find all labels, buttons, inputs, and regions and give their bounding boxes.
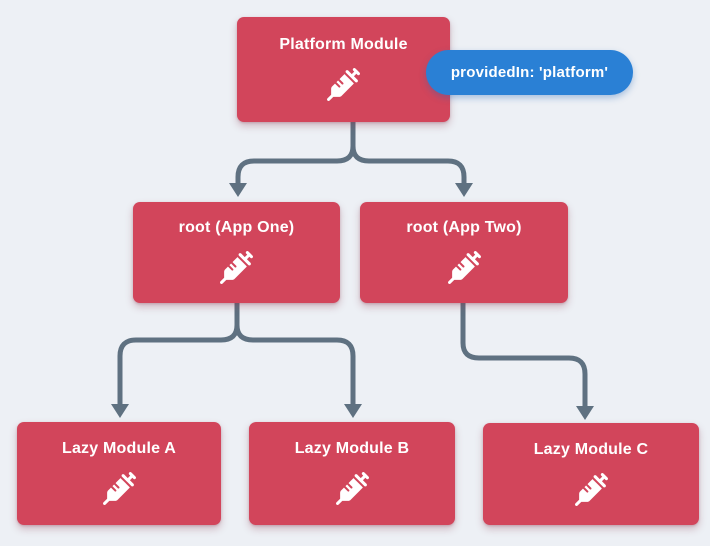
node-label: Lazy Module B [294, 440, 410, 457]
badge-label: providedIn: 'platform' [450, 64, 609, 81]
edge-root-one-to-lazy-a [117, 299, 240, 409]
node-label: Lazy Module A [61, 440, 176, 457]
arrowhead-lazy-c [576, 406, 594, 420]
node-label: Platform Module [279, 36, 408, 53]
syringe-icon [574, 472, 609, 507]
node-label: Lazy Module C [533, 440, 649, 458]
node-root-app-one: root (App One) [133, 202, 340, 303]
node-label: root (App Two) [406, 219, 522, 236]
node-root-app-two: root (App Two) [360, 202, 568, 303]
node-platform-module: Platform Module [237, 17, 450, 122]
arrowhead-root-one [229, 183, 247, 197]
providedin-platform-badge: providedIn: 'platform' [426, 50, 633, 95]
node-lazy-module-a: Lazy Module A [17, 422, 221, 525]
node-lazy-module-b: Lazy Module B [249, 422, 455, 525]
syringe-icon [447, 250, 482, 285]
syringe-icon [102, 471, 137, 506]
syringe-icon [335, 471, 370, 506]
edge-platform-to-root-two [350, 119, 467, 187]
arrowhead-root-two [455, 183, 473, 197]
node-label: root (App One) [178, 219, 295, 236]
node-lazy-module-c: Lazy Module C [483, 423, 699, 525]
arrowhead-lazy-a [111, 404, 129, 418]
syringe-icon [219, 250, 254, 285]
arrowhead-lazy-b [344, 404, 362, 418]
edge-platform-to-root-one [235, 119, 356, 187]
syringe-icon [326, 67, 361, 102]
edge-root-two-to-lazy-c [460, 299, 588, 411]
edge-root-one-to-lazy-b [234, 299, 356, 409]
